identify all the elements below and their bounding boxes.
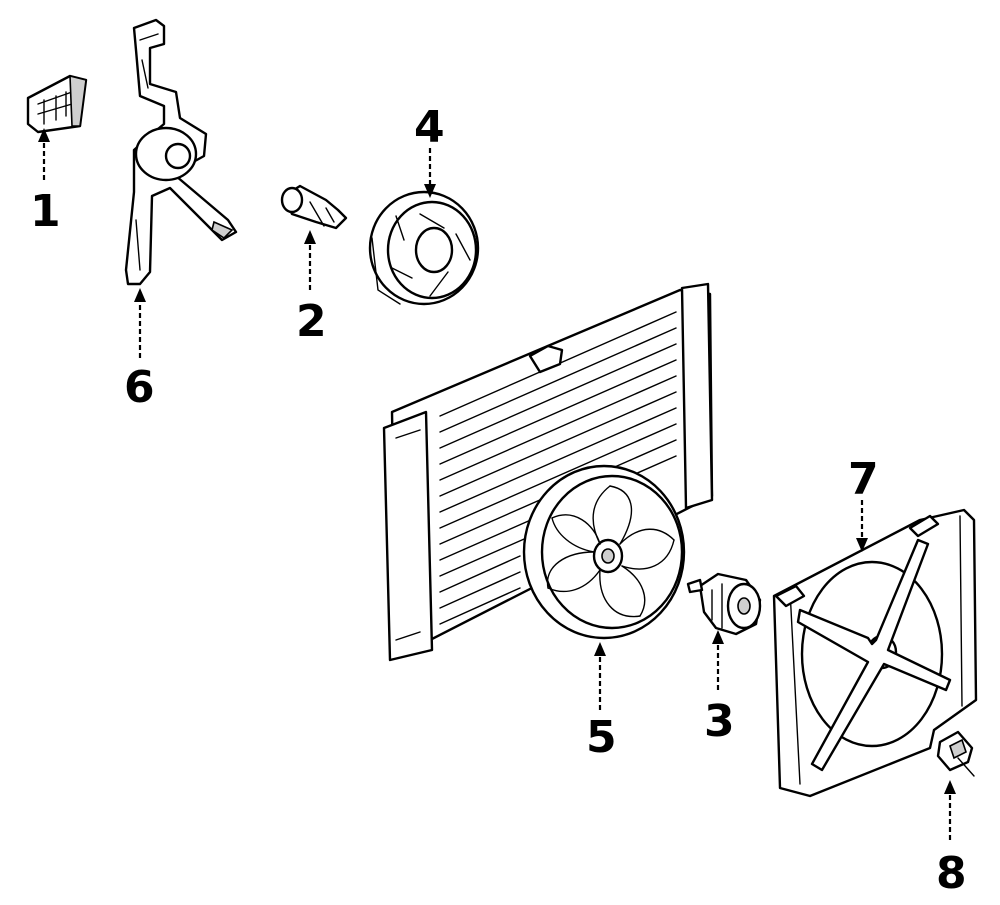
callout-2: 2 [296, 296, 327, 347]
callout-4: 4 [414, 102, 445, 153]
callout-1: 1 [30, 186, 61, 237]
callout-8: 8 [936, 848, 967, 899]
part-6-mounting-bracket [124, 18, 238, 286]
callout-5: 5 [586, 712, 617, 763]
radiator [382, 282, 714, 662]
part-8-connector [936, 730, 975, 777]
callout-3: 3 [704, 696, 735, 747]
callout-7: 7 [848, 454, 879, 505]
part-2-temperature-switch [280, 184, 348, 230]
part-7-fan-shroud [772, 508, 978, 798]
leader-lines [38, 128, 956, 840]
part-3-fan-motor [686, 572, 762, 636]
part-5-fan-assembly [522, 464, 686, 640]
callout-6: 6 [124, 362, 155, 413]
part-4-fan-blade [368, 190, 480, 306]
part-1-bracket [26, 74, 88, 134]
